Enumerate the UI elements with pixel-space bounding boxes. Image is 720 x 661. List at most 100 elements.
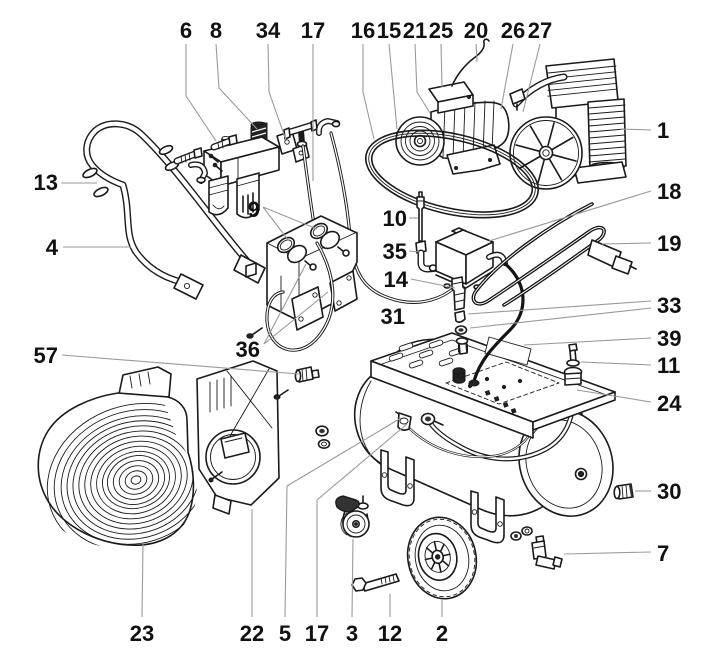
leader-line-21: [414, 43, 431, 114]
barb-fitting: [173, 147, 203, 165]
unloader-tube-part-10: [416, 191, 425, 242]
leader-line-24: [576, 389, 652, 403]
elbow-fitting-35: [417, 249, 442, 273]
pressure-switch-assembly: [415, 191, 525, 387]
leader-line-27: [522, 43, 541, 113]
small-fitting-33: [454, 310, 468, 335]
part-label-11: 11: [657, 353, 680, 378]
filter-regulator-unit: [173, 118, 457, 304]
part-label-39: 39: [657, 326, 681, 351]
motor-pulley: [395, 116, 445, 166]
drain-elbow-fitting: [395, 411, 412, 431]
part-label-2: 2: [436, 621, 448, 646]
leader-line-19: [601, 242, 652, 245]
gauge-lens: [309, 222, 329, 240]
air-intake: [509, 88, 526, 105]
leader-line-34: [267, 43, 287, 141]
elbow-fitting: [315, 118, 341, 136]
platform-slots: [388, 339, 464, 369]
part-label-1: 1: [657, 118, 669, 143]
leader-line-7: [563, 551, 652, 555]
leader-lines-layer: [61, 43, 652, 618]
gauge-panel: [245, 215, 358, 352]
part-label-19: 19: [657, 231, 681, 256]
barb-fitting: [210, 134, 238, 151]
leader-line-25: [440, 43, 443, 88]
leader-line-33: [469, 307, 652, 329]
part-label-26: 26: [501, 18, 525, 43]
wheel: [406, 516, 478, 600]
part-label-27: 27: [528, 18, 552, 43]
ring-fitting: [420, 412, 444, 426]
v-belt: [364, 129, 540, 219]
leader-line-14: [410, 278, 456, 289]
leader-line-18: [488, 190, 652, 242]
leader-line-33: [467, 300, 652, 315]
leader-line-26: [500, 43, 514, 110]
wheel-bolt: [351, 573, 400, 592]
pump-motor-assembly: [364, 38, 627, 219]
part-label-8: 8: [210, 18, 222, 43]
power-cord: [471, 202, 637, 307]
handle-part: [82, 120, 266, 300]
small-screw: [208, 153, 219, 163]
platform-plug: [452, 367, 466, 384]
leader-line-9: [262, 206, 318, 230]
leader-line-9: [262, 206, 290, 242]
part-label-57: 57: [34, 343, 58, 368]
part-label-21: 21: [403, 18, 427, 43]
leader-line-57: [61, 354, 300, 375]
leader-line-15: [388, 43, 398, 130]
leader-line-23: [141, 543, 144, 618]
washer-nut-pair: [315, 425, 331, 449]
elbow-fitting-7: [531, 535, 563, 570]
fan-housing-plate: [196, 360, 289, 515]
leader-line-8: [215, 43, 258, 130]
tank-leg: [470, 490, 505, 544]
small-screw: [212, 162, 223, 172]
belt-guard-top-tab: [118, 366, 172, 398]
tank-leg: [380, 449, 415, 507]
part-label-13: 13: [34, 170, 58, 195]
part-label-30: 30: [657, 479, 681, 504]
breather-fitting-57: [294, 366, 320, 383]
part-label-6: 6: [180, 18, 192, 43]
panel-screw: [246, 327, 263, 339]
leader-line-20: [475, 43, 478, 63]
unloader-elbow: [486, 251, 508, 266]
belt-guard-spiral: [46, 402, 211, 558]
part-label-5: 5: [279, 621, 291, 646]
part-label-17: 17: [301, 18, 325, 43]
part-label-31: 31: [381, 304, 405, 329]
part-label-14: 14: [384, 267, 409, 292]
pump-base: [573, 161, 627, 184]
straight-fitting-14: [451, 276, 466, 311]
leader-line-39: [523, 337, 652, 346]
belt-guard-cover: [37, 366, 211, 558]
power-plug: [587, 239, 637, 275]
leader-line-36: [263, 263, 307, 345]
leader-line-1: [619, 128, 652, 131]
part-label-33: 33: [657, 293, 681, 318]
part-label-23: 23: [130, 621, 154, 646]
part-label-9: 9: [248, 197, 260, 222]
plate-screw: [208, 471, 223, 483]
filter-bowl: [208, 175, 229, 216]
part-label-16: 16: [351, 18, 375, 43]
motor-cable: [451, 38, 490, 87]
elbow-fitting: [188, 161, 208, 184]
part-label-34: 34: [256, 18, 281, 43]
part-label-24: 24: [657, 391, 682, 416]
part-label-7: 7: [657, 541, 669, 566]
leader-line-11: [580, 361, 652, 366]
air-tank-assembly: [353, 332, 616, 544]
leader-line-3: [351, 538, 354, 618]
part-label-35: 35: [383, 239, 407, 264]
pump-cylinder-fins: [587, 98, 627, 170]
flywheel: [509, 116, 583, 190]
leader-line-16: [362, 44, 375, 140]
caster: [335, 495, 370, 538]
handle-clip: [82, 167, 98, 179]
